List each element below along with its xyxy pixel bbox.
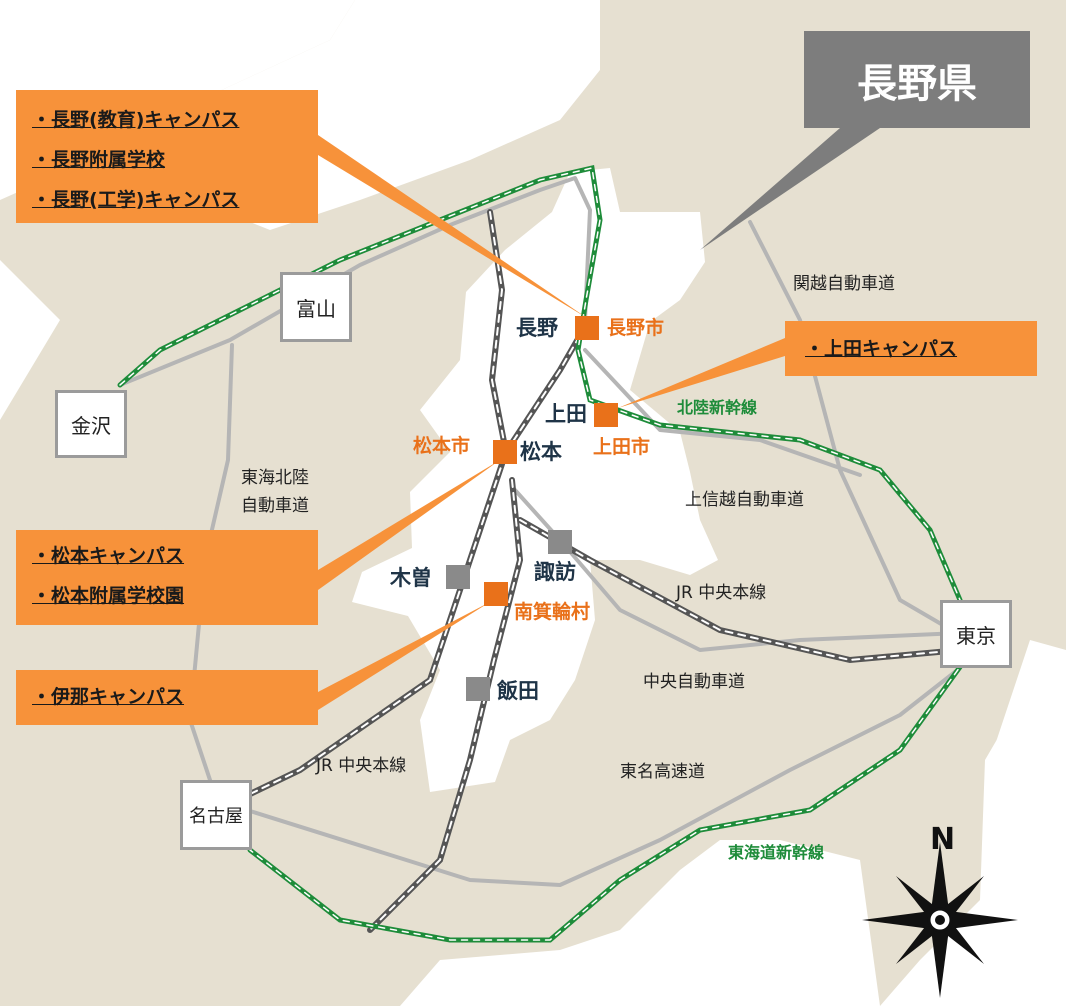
- route-label-jr-chuo-east: JR 中央本線: [676, 583, 767, 603]
- city-box-tokyo: 東京: [940, 600, 1012, 668]
- sea-east: [990, 640, 1066, 880]
- campus-link-matsumoto[interactable]: 松本キャンパス: [42, 536, 318, 576]
- city-box-nagoya: 名古屋: [180, 780, 252, 850]
- prefecture-title: 長野県: [804, 31, 1030, 128]
- campus-link-ueda[interactable]: 上田キャンパス: [815, 329, 1037, 369]
- station-label-ueda: 上田: [545, 402, 587, 426]
- campus-marker-matsumoto: [493, 440, 517, 464]
- campus-link-ina[interactable]: 伊那キャンパス: [42, 677, 318, 717]
- route-label-joshinetsu: 上信越自動車道: [685, 490, 804, 510]
- route-label-tokai-hokuriku-2: 自動車道: [241, 496, 309, 516]
- campus-city-nagano: 長野市: [607, 317, 665, 339]
- callout-pointer-ueda: [618, 338, 785, 408]
- jr-lines: [245, 209, 963, 933]
- station-label-kiso: 木曽: [390, 566, 432, 590]
- callout-nagano: 長野(教育)キャンパス 長野附属学校 長野(工学)キャンパス: [16, 90, 318, 223]
- city-box-toyama: 富山: [280, 272, 352, 342]
- campus-city-minamiminowa: 南箕輪村: [514, 601, 591, 623]
- sea-west: [0, 260, 60, 420]
- callout-pointer-ina: [318, 602, 490, 710]
- campus-link-nagano-school[interactable]: 長野附属学校: [42, 140, 318, 180]
- callout-pointer-matsumoto: [318, 460, 500, 590]
- station-label-iida: 飯田: [497, 679, 539, 703]
- campus-link-nagano-engineering[interactable]: 長野(工学)キャンパス: [42, 180, 318, 220]
- callout-pointer-nagano: [318, 135, 587, 318]
- station-marker-suwa: [548, 530, 572, 554]
- compass-rose-icon: [862, 842, 1018, 998]
- city-box-kanazawa: 金沢: [55, 390, 127, 458]
- campus-link-matsumoto-school[interactable]: 松本附属学校園: [42, 576, 318, 616]
- station-label-matsumoto: 松本: [520, 440, 562, 464]
- callout-matsumoto: 松本キャンパス 松本附属学校園: [16, 530, 318, 625]
- campus-marker-ueda: [594, 403, 618, 427]
- route-label-tomei: 東名高速道: [620, 762, 705, 782]
- route-label-kanetsu: 関越自動車道: [793, 274, 895, 294]
- route-label-tokai-hokuriku-1: 東海北陸: [241, 468, 309, 488]
- campus-marker-nagano: [575, 316, 599, 340]
- station-label-nagano: 長野: [516, 316, 558, 340]
- campus-city-ueda: 上田市: [593, 436, 651, 458]
- route-label-chuo-expressway: 中央自動車道: [643, 672, 745, 692]
- callout-ueda: 上田キャンパス: [785, 321, 1037, 376]
- route-label-jr-chuo-west: JR 中央本線: [316, 756, 407, 776]
- station-label-suwa: 諏訪: [534, 560, 576, 584]
- route-label-tokaido-shinkansen: 東海道新幹線: [728, 843, 825, 862]
- station-marker-iida: [466, 677, 490, 701]
- sea-south: [400, 840, 880, 1006]
- title-pointer: [700, 128, 880, 250]
- station-marker-kiso: [446, 565, 470, 589]
- campus-marker-minamiminowa: [484, 582, 508, 606]
- route-label-hokuriku-shinkansen: 北陸新幹線: [677, 398, 758, 417]
- campus-link-nagano-education[interactable]: 長野(教育)キャンパス: [42, 100, 318, 140]
- campus-city-matsumoto: 松本市: [413, 435, 471, 457]
- compass-north-label: N: [930, 822, 956, 857]
- callout-ina: 伊那キャンパス: [16, 670, 318, 725]
